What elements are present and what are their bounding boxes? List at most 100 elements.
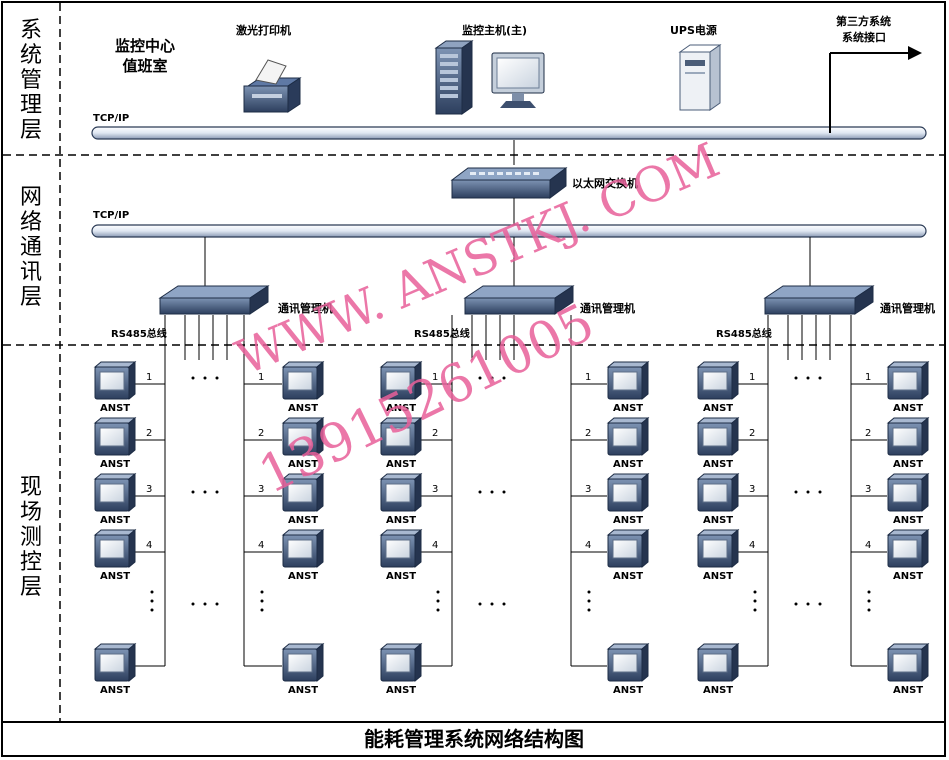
printer-icon [243, 59, 302, 113]
meter-icon [281, 416, 325, 457]
row-number: 2 [432, 428, 438, 439]
meter-icon [379, 416, 423, 457]
meter-icon [93, 360, 137, 401]
meter-label: ANST [893, 571, 924, 582]
layer-label-system: 系统管理层 [19, 18, 42, 143]
field-group-3-dots-row3 [794, 490, 822, 494]
third-party-label-2: 系统接口 [842, 31, 886, 44]
meter-icon [606, 472, 650, 513]
row-number: 1 [432, 372, 438, 383]
meter-label: ANST [386, 459, 417, 470]
meter-icon [696, 360, 740, 401]
row-number: 1 [258, 372, 264, 383]
meter-label: ANST [703, 403, 734, 414]
row-number: 1 [749, 372, 755, 383]
meter-label: ANST [386, 685, 417, 696]
layer-dividers [3, 3, 945, 723]
meter-icon [606, 416, 650, 457]
row-number: 2 [258, 428, 264, 439]
field-group-1-dots-row5 [191, 602, 219, 606]
comm-manager-icon-2 [463, 285, 575, 315]
layer-label-field: 现场测控层 [19, 475, 42, 600]
meter-icon [606, 642, 650, 683]
meter-icon [606, 528, 650, 569]
meter-icon [93, 642, 137, 683]
field-group-1-vdots-left [150, 590, 154, 612]
meter-label: ANST [386, 403, 417, 414]
meter-icon [886, 416, 930, 457]
row-number: 4 [146, 540, 152, 551]
host-computer-icon [434, 40, 474, 115]
meter-icon [696, 528, 740, 569]
meter-icon [886, 528, 930, 569]
row-number: 1 [585, 372, 591, 383]
field-group-1-dots-row3 [191, 490, 219, 494]
tcpip-label-mid: TCP/IP [93, 210, 130, 221]
meter-icon [281, 360, 325, 401]
tcpip-bus-top [91, 126, 927, 140]
comm-manager-label-1: 通讯管理机 [278, 302, 333, 315]
row-number: 3 [749, 484, 755, 495]
meter-label: ANST [288, 515, 319, 526]
tcpip-label-top: TCP/IP [93, 113, 130, 124]
meter-icon [696, 472, 740, 513]
row-number: 4 [258, 540, 264, 551]
field-group-3-dots-row1 [794, 376, 822, 380]
meter-icon [93, 416, 137, 457]
field-group-2-dots-row3 [478, 490, 506, 494]
comm-manager-icon-3 [763, 285, 875, 315]
meter-label: ANST [703, 459, 734, 470]
meter-label: ANST [703, 685, 734, 696]
meter-label: ANST [893, 685, 924, 696]
meter-icon [379, 360, 423, 401]
meter-icon [606, 360, 650, 401]
field-group-2-dots-row5 [478, 602, 506, 606]
meter-label: ANST [703, 571, 734, 582]
meter-label: ANST [613, 515, 644, 526]
meter-icon [379, 642, 423, 683]
meter-icon [379, 528, 423, 569]
row-number: 4 [432, 540, 438, 551]
row-number: 2 [865, 428, 871, 439]
row-number: 3 [146, 484, 152, 495]
row-number: 4 [865, 540, 871, 551]
row-number: 3 [585, 484, 591, 495]
row-number: 3 [258, 484, 264, 495]
row-number: 4 [749, 540, 755, 551]
meter-label: ANST [703, 515, 734, 526]
field-group-3-dots-row5 [794, 602, 822, 606]
row-number: 1 [146, 372, 152, 383]
rs485-label-3: RS485总线 [716, 329, 772, 340]
meter-icon [93, 472, 137, 513]
meter-icon [886, 472, 930, 513]
field-group-2-vdots-right [587, 590, 591, 612]
host-label: 监控主机(主) [462, 24, 528, 37]
control-room-line2: 值班室 [122, 57, 168, 75]
ups-icon [678, 44, 722, 111]
row-number: 2 [146, 428, 152, 439]
monitor-icon [491, 52, 545, 108]
meter-label: ANST [100, 403, 131, 414]
ups-label: UPS电源 [670, 24, 717, 37]
switch-label: 以太网交换机 [572, 177, 638, 190]
meter-icon [886, 642, 930, 683]
meter-label: ANST [893, 459, 924, 470]
meter-label: ANST [613, 685, 644, 696]
meter-label: ANST [100, 459, 131, 470]
third-party-arrow-head [908, 46, 922, 60]
meter-icon [886, 360, 930, 401]
meter-label: ANST [613, 571, 644, 582]
rs485-label-1: RS485总线 [111, 329, 167, 340]
meter-icon [281, 528, 325, 569]
layer-label-network: 网络通讯层 [19, 185, 42, 310]
row-number: 3 [865, 484, 871, 495]
meter-label: ANST [613, 459, 644, 470]
meter-label: ANST [288, 571, 319, 582]
meter-label: ANST [288, 685, 319, 696]
row-number: 4 [585, 540, 591, 551]
field-group-2-vdots-left [436, 590, 440, 612]
meter-icon [281, 472, 325, 513]
meter-label: ANST [386, 571, 417, 582]
